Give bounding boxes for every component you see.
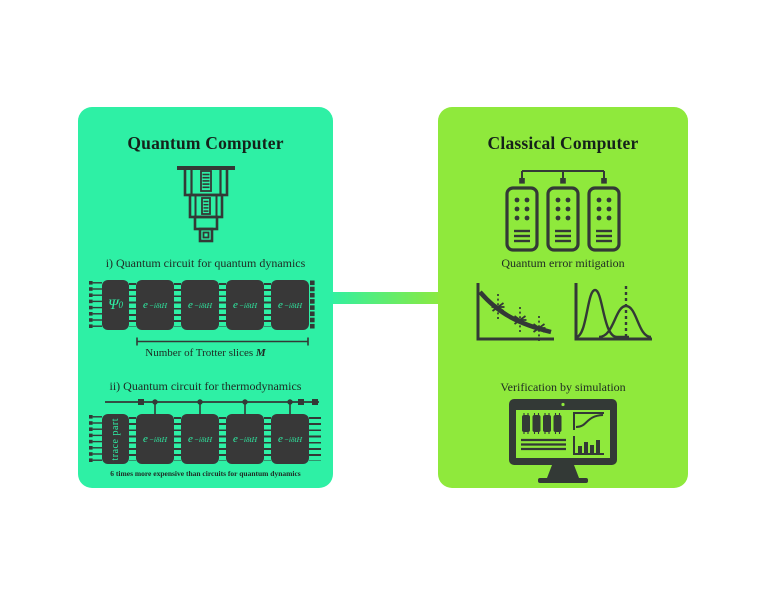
qubit-input-pins-icon (89, 414, 102, 464)
thermo-circuit: trace part e−iδtH e−iδtH e−iδtH e−iδtH (89, 414, 321, 464)
error-mitigation-charts (438, 279, 688, 347)
error-mitigation-label: Quantum error mitigation (501, 256, 625, 270)
trotter-gate: e−iδtH (271, 414, 309, 464)
qubit-wires (174, 283, 181, 327)
quantum-panel-title: Quantum Computer (127, 133, 284, 153)
verification-label: Verification by simulation (500, 380, 626, 394)
qubit-wires (264, 283, 271, 327)
trace-part-gate: trace part (102, 414, 129, 464)
qubit-wires (219, 283, 226, 327)
quantum-computer-panel: Quantum Computer i) Quantum (78, 107, 333, 488)
control-line-icon (105, 399, 319, 414)
qubit-wires (219, 417, 226, 461)
trotter-gate: e−iδtH (226, 414, 264, 464)
cost-note: 6 times more expensive than circuits for… (110, 469, 301, 478)
trotter-gate: e−iδtH (136, 280, 174, 330)
qubit-wires (129, 283, 136, 327)
server-cluster-icon (505, 170, 621, 252)
classical-panel-title: Classical Computer (487, 133, 639, 153)
dynamics-heading: i) Quantum circuit for quantum dynamics (105, 256, 306, 270)
trotter-bracket-label: Number of Trotter slices M (145, 347, 266, 359)
trotter-bracket (136, 337, 309, 346)
gaussian-peaks-icon (574, 283, 652, 341)
trotter-gate: e−iδtH (226, 280, 264, 330)
trotter-gate: e−iδtH (181, 414, 219, 464)
trotter-gate: e−iδtH (271, 280, 309, 330)
thermo-heading: ii) Quantum circuit for thermodynamics (109, 379, 302, 393)
qubit-input-pins-icon (89, 280, 102, 330)
qubit-wires (309, 417, 321, 461)
quantum-classical-connector (326, 292, 444, 304)
qubit-output-pins-icon (310, 280, 315, 329)
qubit-wires (264, 417, 271, 461)
decay-curve-error-bars-icon (476, 283, 554, 341)
trotter-gate: e−iδtH (136, 414, 174, 464)
trotter-gate: e−iδtH (181, 280, 219, 330)
simulation-monitor-icon (509, 399, 617, 483)
qubit-wires (129, 417, 136, 461)
qubit-wires (174, 417, 181, 461)
cryostat-icon (176, 166, 235, 243)
classical-computer-panel: Classical Computer (438, 107, 688, 488)
